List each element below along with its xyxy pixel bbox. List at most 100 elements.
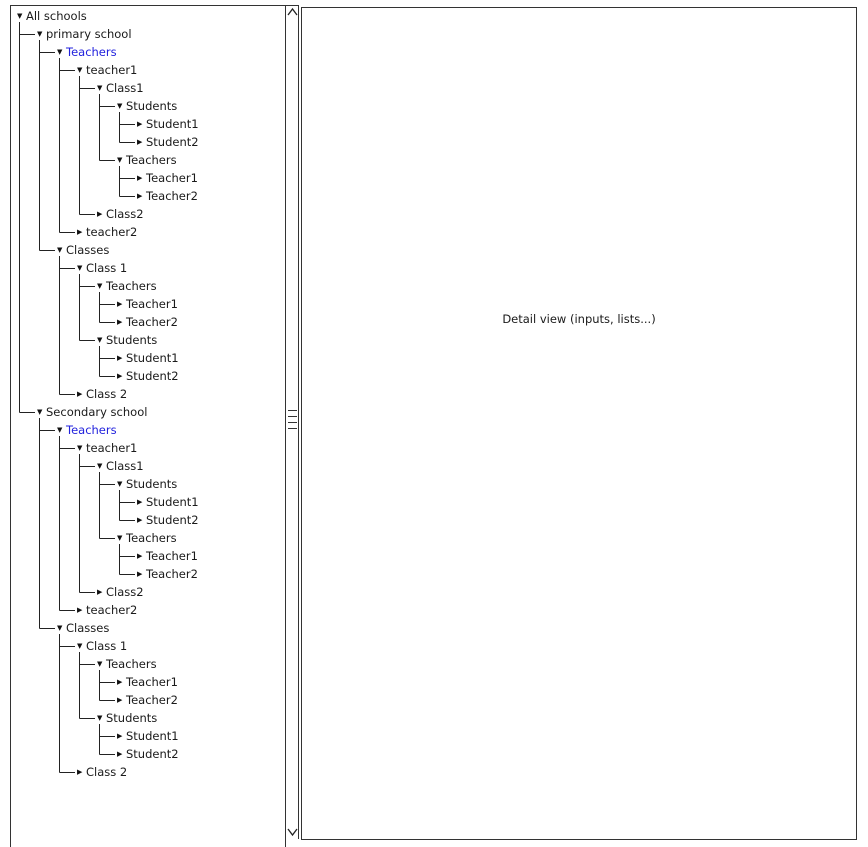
tree-scrollbar[interactable] (286, 5, 299, 839)
chevron-down-icon[interactable] (286, 827, 299, 839)
caret-down-icon[interactable]: ▼ (77, 66, 83, 74)
caret-right-icon[interactable]: ▶ (137, 174, 143, 182)
caret-right-icon[interactable]: ▶ (117, 732, 123, 740)
tree-node[interactable]: ▶Teacher2 (137, 187, 198, 205)
caret-down-icon[interactable]: ▼ (117, 156, 123, 164)
tree-node[interactable]: ▼Secondary school (37, 403, 147, 421)
caret-down-icon[interactable]: ▼ (77, 264, 83, 272)
caret-right-icon[interactable]: ▶ (97, 210, 103, 218)
tree-node[interactable]: ▶Student2 (117, 367, 179, 385)
caret-down-icon[interactable]: ▼ (117, 534, 123, 542)
tree-node[interactable]: ▼Students (97, 331, 157, 349)
tree-node[interactable]: ▼Students (97, 709, 157, 727)
caret-right-icon[interactable]: ▶ (77, 606, 83, 614)
caret-right-icon[interactable]: ▶ (137, 498, 143, 506)
caret-down-icon[interactable]: ▼ (37, 30, 43, 38)
caret-down-icon[interactable]: ▼ (117, 102, 123, 110)
tree-node-label: Teacher2 (126, 693, 178, 707)
tree-node[interactable]: ▶Teacher2 (137, 565, 198, 583)
caret-down-icon[interactable]: ▼ (97, 84, 103, 92)
caret-down-icon[interactable]: ▼ (57, 426, 63, 434)
tree-node[interactable]: ▶Teacher1 (137, 169, 198, 187)
caret-down-icon[interactable]: ▼ (97, 714, 103, 722)
tree-node[interactable]: ▶Student1 (117, 727, 179, 745)
caret-right-icon[interactable]: ▶ (137, 516, 143, 524)
tree-node[interactable]: ▼Teachers (97, 655, 157, 673)
tree-node-label: Teachers (106, 657, 157, 671)
tree-node[interactable]: ▶Student1 (137, 115, 199, 133)
tree-node[interactable]: ▼teacher1 (77, 439, 137, 457)
caret-right-icon[interactable]: ▶ (117, 372, 123, 380)
tree-node[interactable]: ▼primary school (37, 25, 132, 43)
tree-node[interactable]: ▶Class2 (97, 583, 144, 601)
tree-node[interactable]: ▼All schools (17, 7, 87, 25)
caret-right-icon[interactable]: ▶ (137, 138, 143, 146)
tree-node[interactable]: ▼teacher1 (77, 61, 137, 79)
tree-node[interactable]: ▶Teacher1 (137, 547, 198, 565)
tree-node[interactable]: ▶teacher2 (77, 601, 137, 619)
caret-right-icon[interactable]: ▶ (117, 678, 123, 686)
tree-node[interactable]: ▶Teacher1 (117, 295, 178, 313)
caret-down-icon[interactable]: ▼ (97, 462, 103, 470)
tree-node[interactable]: ▼Teachers (57, 43, 117, 61)
caret-right-icon[interactable]: ▶ (117, 696, 123, 704)
caret-down-icon[interactable]: ▼ (57, 246, 63, 254)
caret-right-icon[interactable]: ▶ (137, 192, 143, 200)
tree-node[interactable]: ▶Teacher2 (117, 313, 178, 331)
caret-down-icon[interactable]: ▼ (117, 480, 123, 488)
tree-node-label: Students (126, 477, 178, 491)
tree-node[interactable]: ▼Students (117, 97, 177, 115)
caret-right-icon[interactable]: ▶ (117, 354, 123, 362)
tree-node[interactable]: ▶teacher2 (77, 223, 137, 241)
tree-node-label: Class 2 (86, 765, 128, 779)
caret-down-icon[interactable]: ▼ (97, 336, 103, 344)
tree-node[interactable]: ▶Class2 (97, 205, 144, 223)
caret-down-icon[interactable]: ▼ (57, 48, 63, 56)
tree-node[interactable]: ▼Students (117, 475, 177, 493)
tree-node[interactable]: ▼Classes (57, 619, 109, 637)
tree-node-label: Classes (66, 621, 110, 635)
tree-node[interactable]: ▶Teacher1 (117, 673, 178, 691)
caret-right-icon[interactable]: ▶ (137, 570, 143, 578)
caret-right-icon[interactable]: ▶ (97, 588, 103, 596)
detail-panel: Detail view (inputs, lists...) (301, 7, 857, 840)
caret-right-icon[interactable]: ▶ (77, 768, 83, 776)
tree-node[interactable]: ▼Classes (57, 241, 109, 259)
tree-node[interactable]: ▼Teachers (57, 421, 117, 439)
tree-node-label: teacher2 (86, 225, 138, 239)
caret-right-icon[interactable]: ▶ (117, 750, 123, 758)
caret-down-icon[interactable]: ▼ (97, 660, 103, 668)
tree-node[interactable]: ▼Class1 (97, 457, 144, 475)
caret-right-icon[interactable]: ▶ (77, 390, 83, 398)
caret-right-icon[interactable]: ▶ (117, 318, 123, 326)
caret-down-icon[interactable]: ▼ (37, 408, 43, 416)
tree-node[interactable]: ▼Teachers (117, 529, 177, 547)
caret-down-icon[interactable]: ▼ (77, 444, 83, 452)
tree-node[interactable]: ▼Teachers (97, 277, 157, 295)
tree-node[interactable]: ▶Student2 (137, 133, 199, 151)
tree-node[interactable]: ▼Teachers (117, 151, 177, 169)
scrollbar-grip-icon[interactable] (288, 408, 297, 434)
tree-node[interactable]: ▶Student1 (117, 349, 179, 367)
caret-down-icon[interactable]: ▼ (17, 12, 23, 20)
tree-node[interactable]: ▶Class 2 (77, 763, 127, 781)
tree-node[interactable]: ▶Student1 (137, 493, 199, 511)
caret-right-icon[interactable]: ▶ (137, 120, 143, 128)
tree-node-label: Teacher1 (146, 549, 198, 563)
caret-right-icon[interactable]: ▶ (77, 228, 83, 236)
tree-node[interactable]: ▶Class 2 (77, 385, 127, 403)
tree-node-label: Class 1 (86, 639, 128, 653)
caret-down-icon[interactable]: ▼ (57, 624, 63, 632)
tree-node[interactable]: ▶Student2 (117, 745, 179, 763)
caret-right-icon[interactable]: ▶ (117, 300, 123, 308)
caret-down-icon[interactable]: ▼ (97, 282, 103, 290)
tree-node[interactable]: ▶Student2 (137, 511, 199, 529)
tree-node[interactable]: ▼Class 1 (77, 259, 127, 277)
tree-node-label: Teacher1 (146, 171, 198, 185)
caret-down-icon[interactable]: ▼ (77, 642, 83, 650)
chevron-up-icon[interactable] (286, 7, 299, 19)
tree-node[interactable]: ▶Teacher2 (117, 691, 178, 709)
tree-node[interactable]: ▼Class1 (97, 79, 144, 97)
tree-node[interactable]: ▼Class 1 (77, 637, 127, 655)
caret-right-icon[interactable]: ▶ (137, 552, 143, 560)
